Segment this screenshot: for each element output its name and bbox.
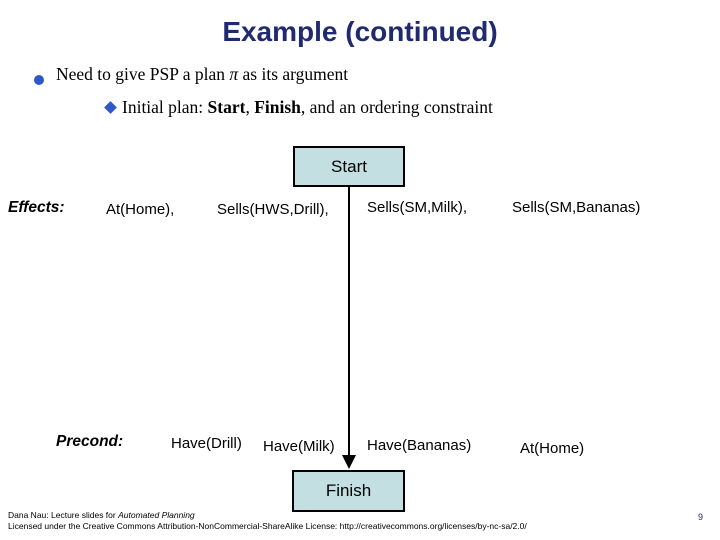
effects-label: Effects: <box>8 199 65 216</box>
finish-node-label: Finish <box>325 481 372 500</box>
effect-sells-sm-milk: Sells(SM,Milk), <box>367 199 467 216</box>
effect-at-home: At(Home), <box>106 201 175 218</box>
finish-node-box: Finish <box>292 470 405 512</box>
pi-symbol: π <box>229 64 239 84</box>
bullet2-text-post: , and an ordering constraint <box>300 97 493 117</box>
bullet-level2: Initial plan: Start, Finish, and an orde… <box>122 97 493 118</box>
bullet2-text-pre: Initial plan: <box>122 97 208 117</box>
start-node-label: Start <box>331 156 367 176</box>
footer-credit-pre: Dana Nau: Lecture slides for <box>8 510 119 520</box>
precond-have-bananas: Have(Bananas) <box>367 437 472 454</box>
slide-title: Example (continued) <box>222 16 498 47</box>
effect-sells-sm-bananas: Sells(SM,Bananas) <box>512 199 641 216</box>
page-number: 9 <box>698 512 704 522</box>
bullet1-text-post: as its argument <box>238 64 349 84</box>
diamond-bullet-icon <box>104 101 117 114</box>
start-keyword: Start <box>207 97 246 117</box>
finish-keyword: Finish <box>254 97 301 117</box>
bullet-dot-icon <box>34 75 44 85</box>
footer-credit: Dana Nau: Lecture slides for Automated P… <box>8 510 195 520</box>
arrow-head-icon <box>342 455 356 469</box>
precond-have-drill: Have(Drill) <box>171 435 242 452</box>
bullet-level1: Need to give PSP a plan π as its argumen… <box>56 64 348 85</box>
ordering-constraint-arrow-line <box>348 187 350 456</box>
bullet1-text-pre: Need to give PSP a plan <box>56 64 230 84</box>
precond-at-home: At(Home) <box>520 440 585 457</box>
footer-credit-book-title: Automated Planning <box>118 510 195 520</box>
precond-have-milk: Have(Milk) <box>263 438 335 455</box>
footer-license: Licensed under the Creative Commons Attr… <box>8 521 527 531</box>
precond-label: Precond: <box>56 433 124 450</box>
start-node-box: Start <box>293 146 405 187</box>
effect-sells-hws-drill: Sells(HWS,Drill), <box>217 201 329 218</box>
bullet2-comma: , <box>245 97 255 117</box>
